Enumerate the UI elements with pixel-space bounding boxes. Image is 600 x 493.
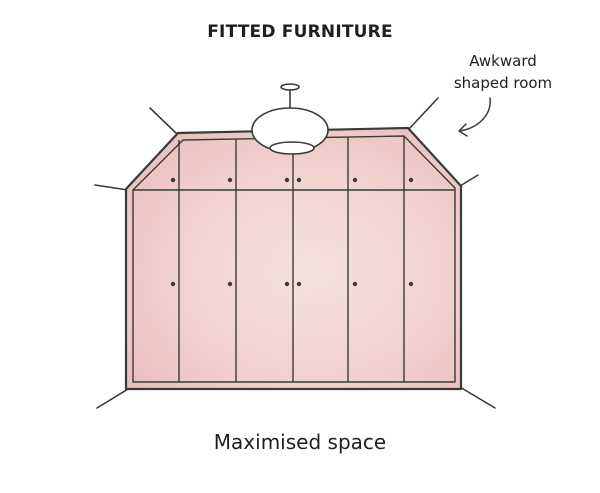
awkward-room-label-text: Awkward shaped room [453, 52, 553, 92]
diagram-caption: Maximised space [213, 430, 387, 454]
lower-door-knobs [170, 281, 414, 287]
corner-line-mid-right [459, 174, 479, 187]
awkward-room-label: Awkward shaped room [438, 50, 568, 94]
corner-line-bottom-left [96, 388, 129, 409]
ceiling-light-icon [251, 83, 329, 155]
corner-line-top-left [149, 107, 179, 136]
door-knob [284, 177, 290, 183]
door-knob [352, 281, 358, 287]
door-knob [408, 281, 414, 287]
corner-line-mid-left [94, 184, 129, 191]
door-knob [408, 177, 414, 183]
annotation-arrow [459, 97, 491, 132]
door-knob [170, 177, 176, 183]
annotation-arrow-head [458, 123, 468, 137]
door-knob [352, 177, 358, 183]
door-knob [284, 281, 290, 287]
corner-line-bottom-right [459, 386, 496, 409]
door-dividers [178, 136, 405, 382]
corner-line-top-right [407, 97, 439, 131]
room-corner-lines [94, 97, 496, 409]
ceiling-rose [280, 83, 300, 91]
door-knob [227, 281, 233, 287]
upper-door-knobs [170, 177, 414, 183]
door-knob [296, 281, 302, 287]
door-knob [296, 177, 302, 183]
lamp-bulb-ring [269, 141, 315, 155]
diagram-title: FITTED FURNITURE [207, 22, 393, 42]
door-knob [227, 177, 233, 183]
door-knob [170, 281, 176, 287]
